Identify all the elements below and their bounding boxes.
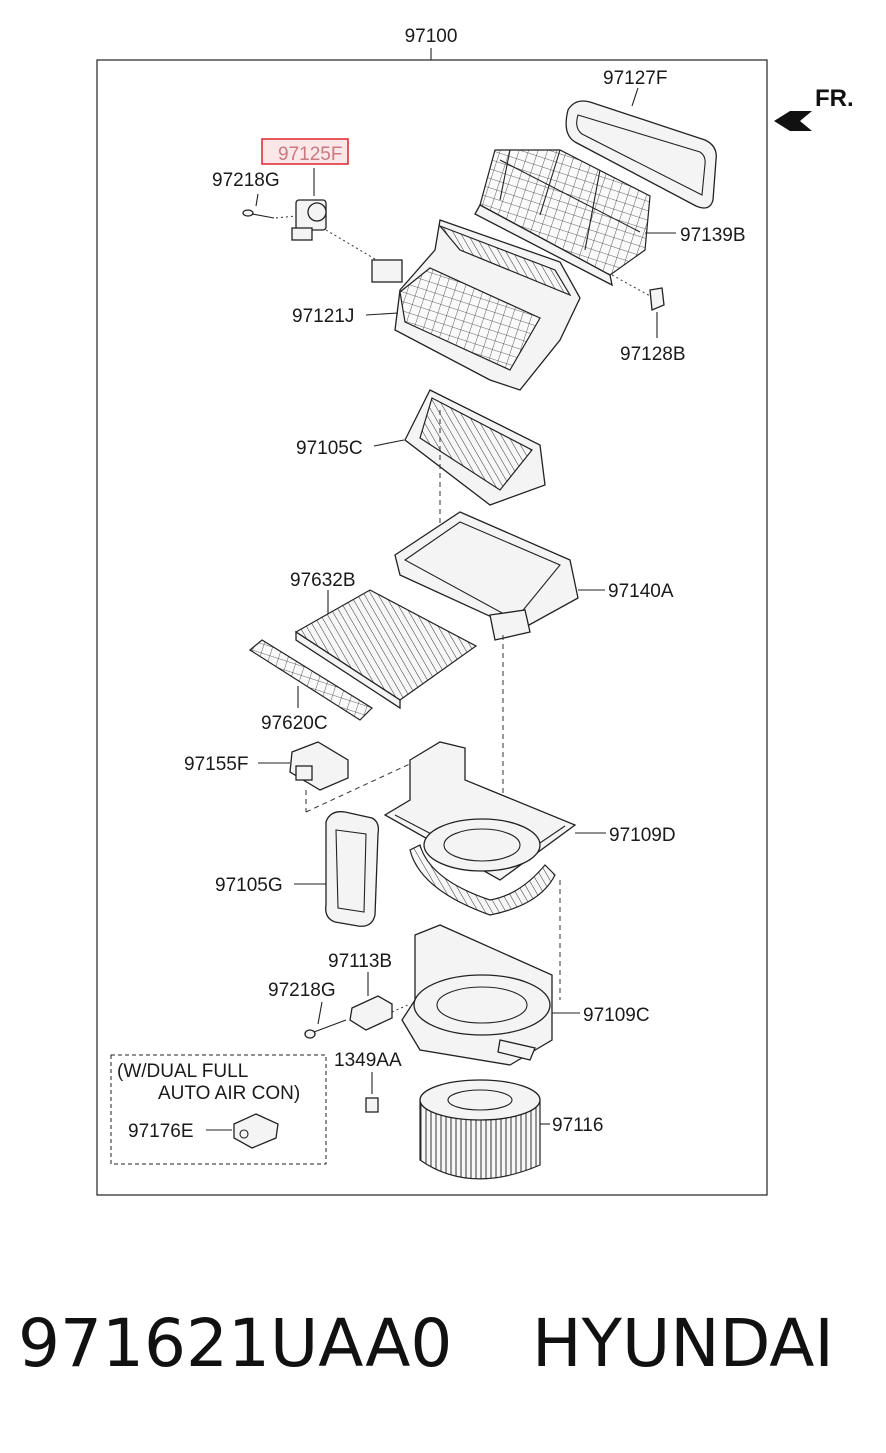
- callout-97127f: 97127F: [603, 68, 667, 89]
- clip-1349aa: [365, 1097, 379, 1113]
- gasket-97105g: [325, 811, 380, 927]
- leader-97127f: [631, 87, 639, 107]
- intake-case-97121j: [371, 219, 581, 391]
- callout-97632b: 97632B: [290, 570, 356, 591]
- callout-97109c: 97109C: [583, 1005, 650, 1026]
- blower-housing-upper-97109d: [383, 741, 577, 916]
- align-resistor: [391, 1003, 411, 1013]
- callout-97140a: 97140A: [608, 581, 674, 602]
- callout-97176e: 97176E: [128, 1121, 194, 1142]
- highlight-box-97125f: [261, 138, 349, 165]
- leader-97218g-top: [255, 193, 259, 207]
- footer-part-number: 971621UAA0: [18, 1305, 452, 1382]
- callout-97121j: 97121J: [292, 306, 354, 327]
- control-module-97155f: [289, 741, 349, 791]
- align-clip: [611, 274, 653, 298]
- align-actuator: [325, 229, 381, 263]
- callout-97109d: 97109D: [609, 825, 676, 846]
- callout-97128b: 97128B: [620, 344, 686, 365]
- leader-97105c: [373, 439, 405, 447]
- assembly-label: 97100: [405, 26, 458, 47]
- callout-97218g-top: 97218G: [212, 170, 280, 191]
- callout-97125f: 97125F: [278, 144, 342, 165]
- callout-97105g: 97105G: [215, 875, 283, 896]
- screw-97218g-bottom: [304, 1019, 347, 1039]
- callout-97139b: 97139B: [680, 225, 746, 246]
- front-label: FR.: [815, 85, 854, 112]
- blower-housing-lower-97109c: [401, 924, 553, 1066]
- align-module-b: [305, 749, 441, 813]
- option-box-line2: AUTO AIR CON): [158, 1083, 300, 1104]
- callout-97105c: 97105C: [296, 438, 363, 459]
- filter-housing-97140a: [394, 511, 579, 641]
- callout-97116: 97116: [552, 1115, 603, 1136]
- cabin-filter-97632b: [294, 589, 478, 710]
- callout-97113b: 97113B: [328, 951, 392, 972]
- screw-97218g-top: [242, 209, 275, 219]
- blower-motor-97116: [419, 1079, 541, 1180]
- duct-97105c: [404, 389, 546, 506]
- intake-upper-case-97139b: [474, 149, 651, 287]
- leader-97218g-bottom: [317, 1001, 323, 1025]
- filter-cover-97620c: [248, 639, 373, 721]
- callout-97620c: 97620C: [261, 713, 328, 734]
- front-arrow-icon: [774, 111, 812, 131]
- option-box-line1: (W/DUAL FULL: [117, 1061, 248, 1082]
- callout-97155f: 97155F: [184, 754, 248, 775]
- footer-brand: HYUNDAI: [532, 1305, 834, 1382]
- sensor-97176e: [233, 1113, 279, 1149]
- clip-97128b: [649, 287, 665, 311]
- align-screw-top: [275, 215, 297, 219]
- actuator-97125f: [291, 199, 327, 241]
- seal-gasket-97127f: [565, 100, 717, 209]
- callout-1349aa: 1349AA: [334, 1050, 402, 1071]
- front-direction-marker: FR.: [774, 85, 854, 131]
- assembly-frame: [96, 59, 768, 1196]
- callout-97218g-bottom: 97218G: [268, 980, 336, 1001]
- resistor-97113b: [349, 995, 393, 1031]
- option-box: [110, 1054, 327, 1165]
- leader-97121j: [365, 312, 399, 316]
